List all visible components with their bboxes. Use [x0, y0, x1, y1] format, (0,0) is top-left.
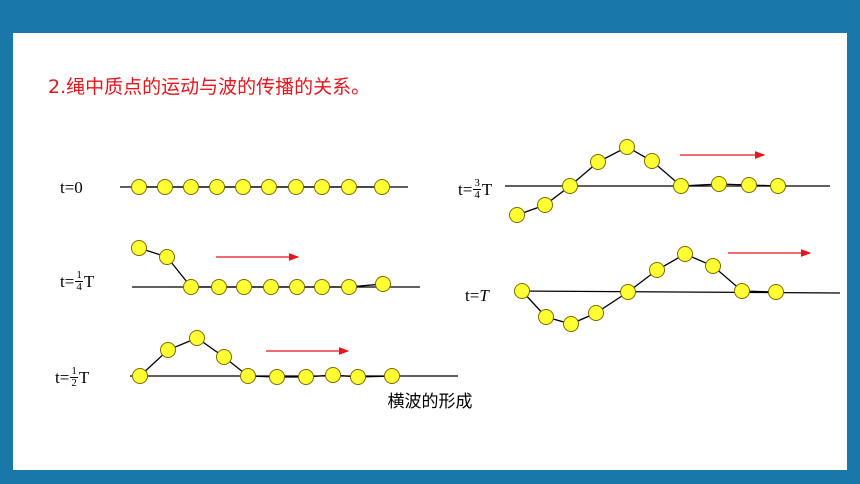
particle-7 — [289, 279, 305, 295]
snapshot-t3 — [505, 139, 830, 223]
particle-7 — [288, 179, 304, 195]
snapshot-t1 — [131, 240, 420, 295]
particle-7 — [673, 178, 689, 194]
particle-9 — [341, 279, 357, 295]
particle-6 — [649, 262, 665, 278]
particle-4 — [216, 349, 232, 365]
particle-10 — [374, 179, 390, 195]
particle-10 — [768, 284, 784, 300]
particle-10 — [384, 368, 400, 384]
particle-4 — [209, 179, 225, 195]
particle-10 — [770, 178, 786, 194]
particle-10 — [375, 276, 391, 292]
particle-6 — [261, 179, 277, 195]
particle-2 — [157, 179, 173, 195]
diagram-caption: 横波的形成 — [387, 392, 473, 412]
slide-heading: 2.绳中质点的运动与波的传播的关系。 — [48, 76, 371, 98]
particle-3 — [563, 316, 579, 332]
particle-8 — [314, 179, 330, 195]
particle-7 — [677, 246, 693, 262]
particle-4 — [588, 305, 604, 321]
particle-9 — [741, 177, 757, 193]
snapshot-t2 — [130, 330, 458, 385]
particle-5 — [240, 368, 256, 384]
particle-3 — [183, 279, 199, 295]
particle-3 — [183, 179, 199, 195]
particle-8 — [705, 258, 721, 274]
particle-6 — [269, 369, 285, 385]
particle-2 — [537, 197, 553, 213]
particle-3 — [189, 330, 205, 346]
particle-2 — [538, 309, 554, 325]
particle-1 — [131, 240, 147, 256]
particle-6 — [263, 279, 279, 295]
particle-5 — [619, 139, 635, 155]
particle-8 — [314, 279, 330, 295]
particle-4 — [211, 279, 227, 295]
snapshot-t0 — [120, 179, 408, 195]
rope-shape — [521, 253, 777, 325]
time-label-t0: t=0 — [60, 178, 83, 197]
particle-1 — [514, 283, 530, 299]
particle-5 — [236, 279, 252, 295]
particle-2 — [160, 342, 176, 358]
snapshot-t4 — [514, 246, 841, 332]
rope-shape — [516, 146, 779, 216]
particle-9 — [734, 283, 750, 299]
rope-line — [514, 290, 841, 294]
rope-shape — [138, 247, 384, 288]
particle-7 — [298, 369, 314, 385]
particle-1 — [131, 179, 147, 195]
particle-4 — [590, 154, 606, 170]
particle-9 — [350, 369, 366, 385]
particle-1 — [509, 207, 525, 223]
particle-8 — [325, 367, 341, 383]
particle-2 — [159, 249, 175, 265]
particle-8 — [711, 176, 727, 192]
particle-5 — [235, 179, 251, 195]
time-label-t4: t= T — [465, 286, 489, 305]
particle-3 — [562, 178, 578, 194]
rope-shape — [139, 337, 393, 378]
particle-6 — [644, 153, 660, 169]
particle-9 — [341, 179, 357, 195]
particle-5 — [620, 284, 636, 300]
particle-1 — [132, 368, 148, 384]
